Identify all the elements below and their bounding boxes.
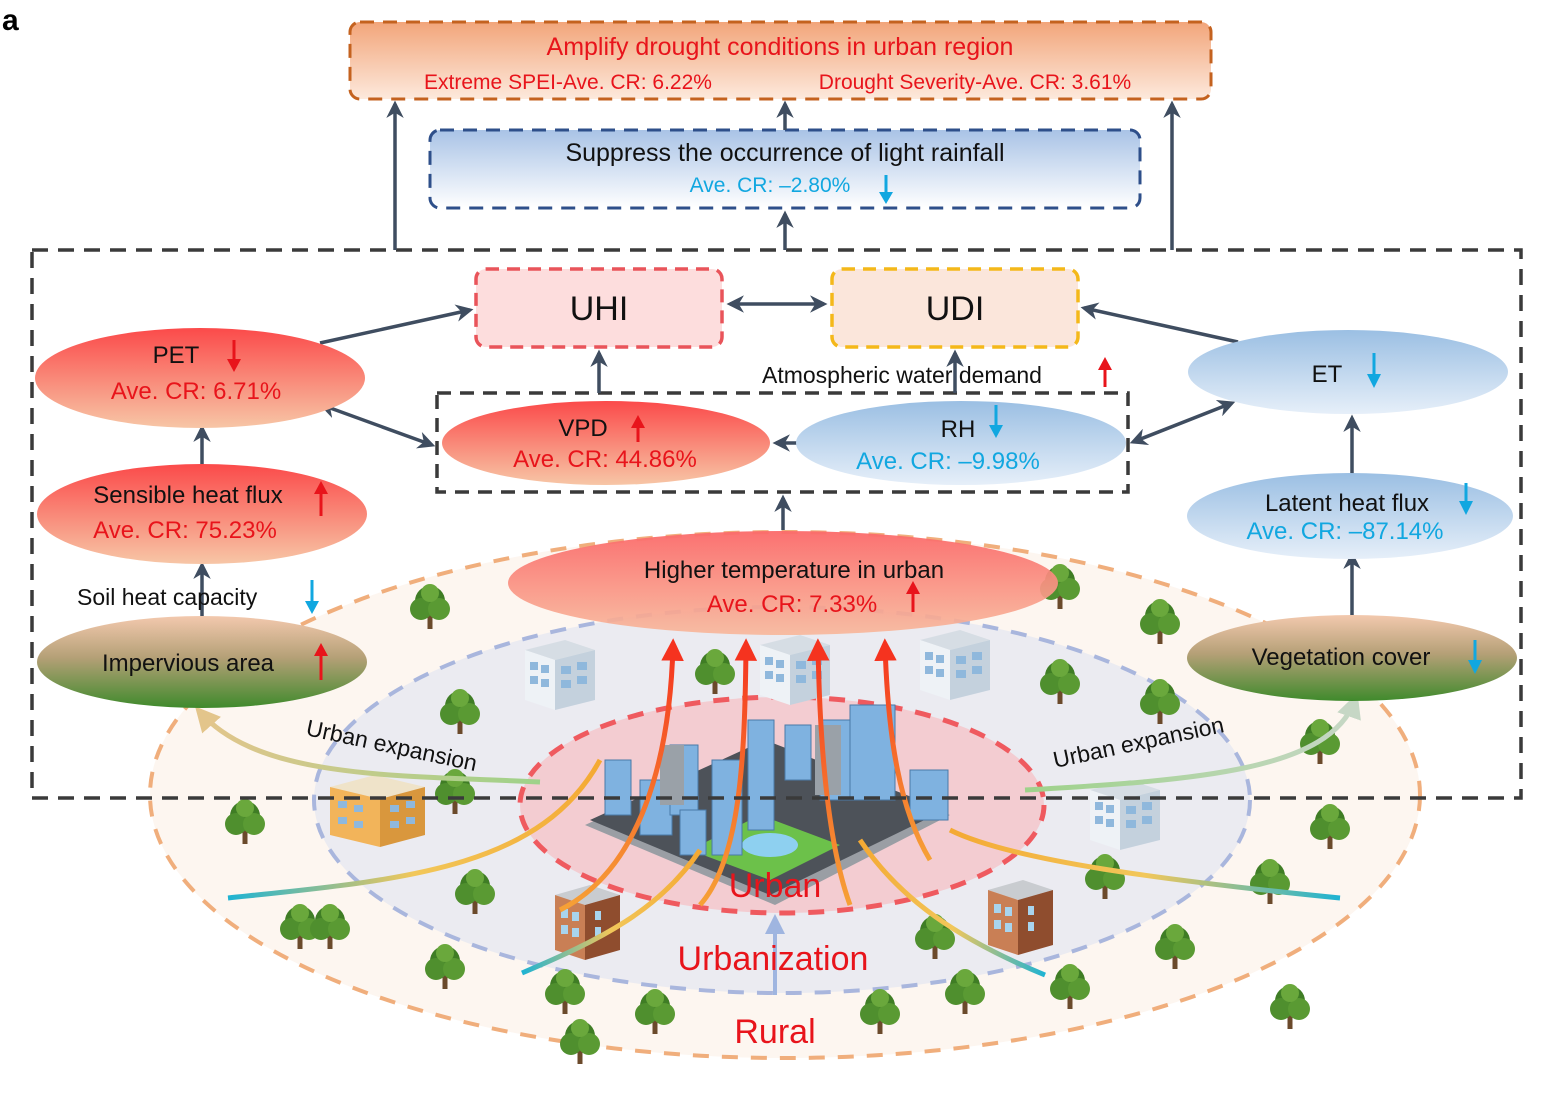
vpd-metric: Ave. CR: 44.86% <box>513 446 697 473</box>
drought-outcome-box: Amplify drought conditions in urban regi… <box>348 20 1213 101</box>
heat-flow-curve-left <box>227 758 603 901</box>
city-center-illustration <box>585 704 950 905</box>
rainfall-outcome-box: Suppress the occurrence of light rainfal… <box>428 128 1142 210</box>
panel-label: a <box>2 4 19 37</box>
heat-arrow <box>558 638 684 913</box>
node-sensible-heat-flux: Sensible heat flux Ave. CR: 75.23% <box>37 464 367 564</box>
mechanism-connectors <box>193 295 1361 620</box>
decrease-arrow-icon <box>879 175 893 204</box>
soil-heat-capacity-decrease-arrow-icon <box>305 580 319 614</box>
soil-heat-capacity-label: Soil heat capacity <box>77 584 258 610</box>
rh-metric: Ave. CR: –9.98% <box>856 448 1040 475</box>
vpd-increase-arrow-icon <box>631 415 645 442</box>
uhi-box: UHI <box>474 267 724 349</box>
rh-decrease-arrow-icon <box>989 405 1003 438</box>
sensible-heat-flux-increase-arrow-icon <box>314 481 328 516</box>
urban-zone-label: Urban <box>729 867 822 905</box>
vpd-rh-group-box <box>435 391 1130 494</box>
rh-label: RH <box>941 416 976 443</box>
uhi-label: UHI <box>570 290 629 328</box>
extreme-spei-metric: Extreme SPEI-Ave. CR: 6.22% <box>424 71 712 94</box>
heat-flow-curve-left-lower <box>521 848 703 976</box>
rainfall-metric: Ave. CR: –2.80% <box>690 174 851 197</box>
heat-flow-curve-right-lower <box>857 838 1046 978</box>
pet-to-uhi-arrow <box>319 304 474 345</box>
rural-zone-label: Rural <box>734 1013 815 1051</box>
node-higher-temperature: Higher temperature in urban Ave. CR: 7.3… <box>508 531 1058 635</box>
heat-arrow <box>874 638 933 862</box>
pet-metric: Ave. CR: 6.71% <box>111 378 281 405</box>
et-to-udi-arrow <box>1080 302 1239 344</box>
udi-label: UDI <box>926 290 985 328</box>
vegetation-cover-label: Vegetation cover <box>1252 644 1431 671</box>
node-pet: PET Ave. CR: 6.71% <box>35 328 365 428</box>
higher-temperature-label: Higher temperature in urban <box>644 557 944 584</box>
urbanization-zone-label: Urbanization <box>678 940 869 978</box>
node-impervious-area: Impervious area <box>37 616 367 708</box>
urban-expansion-arrow-left <box>195 706 541 785</box>
heat-arrow <box>698 638 758 907</box>
node-latent-heat-flux: Latent heat flux Ave. CR: –87.14% <box>1187 473 1513 559</box>
pet-vpd-double-arrow <box>318 401 436 449</box>
node-vegetation-cover: Vegetation cover <box>1187 615 1517 701</box>
landscape: Urban expansion Urban expansion Urban Ur… <box>148 530 1422 1064</box>
drought-outcome-title: Amplify drought conditions in urban regi… <box>547 33 1014 61</box>
higher-temperature-increase-arrow-icon <box>906 581 920 612</box>
heat-flow-curve-right <box>948 827 1341 901</box>
drought-severity-metric: Drought Severity-Ave. CR: 3.61% <box>819 71 1131 94</box>
mechanism-box <box>30 248 1523 800</box>
atmospheric-water-demand-label: Atmospheric water demand <box>762 362 1042 388</box>
pet-decrease-arrow-icon <box>227 340 241 372</box>
latent-heat-flux-label: Latent heat flux <box>1265 490 1429 517</box>
top-connectors <box>386 100 1181 250</box>
vpd-label: VPD <box>558 415 607 442</box>
sensible-heat-flux-metric: Ave. CR: 75.23% <box>93 517 277 544</box>
node-vpd: VPD Ave. CR: 44.86% <box>442 401 770 485</box>
sensible-heat-flux-label: Sensible heat flux <box>93 482 282 509</box>
impervious-area-label: Impervious area <box>102 650 275 677</box>
rh-et-double-arrow <box>1129 399 1236 446</box>
higher-temperature-metric: Ave. CR: 7.33% <box>707 591 877 618</box>
impervious-area-increase-arrow-icon <box>314 643 328 680</box>
pet-label: PET <box>153 342 200 369</box>
atmospheric-water-demand-increase-arrow-icon <box>1098 357 1112 387</box>
node-rh: RH Ave. CR: –9.98% <box>796 401 1126 485</box>
urban-expansion-arrow-right <box>1024 692 1361 793</box>
latent-heat-flux-decrease-arrow-icon <box>1459 483 1473 515</box>
node-et: ET <box>1188 330 1508 414</box>
et-label: ET <box>1312 361 1343 388</box>
vegetation-cover-decrease-arrow-icon <box>1468 640 1482 674</box>
rainfall-outcome-title: Suppress the occurrence of light rainfal… <box>565 139 1004 167</box>
udi-box: UDI <box>830 267 1080 349</box>
et-decrease-arrow-icon <box>1367 353 1381 388</box>
latent-heat-flux-metric: Ave. CR: –87.14% <box>1246 518 1443 545</box>
